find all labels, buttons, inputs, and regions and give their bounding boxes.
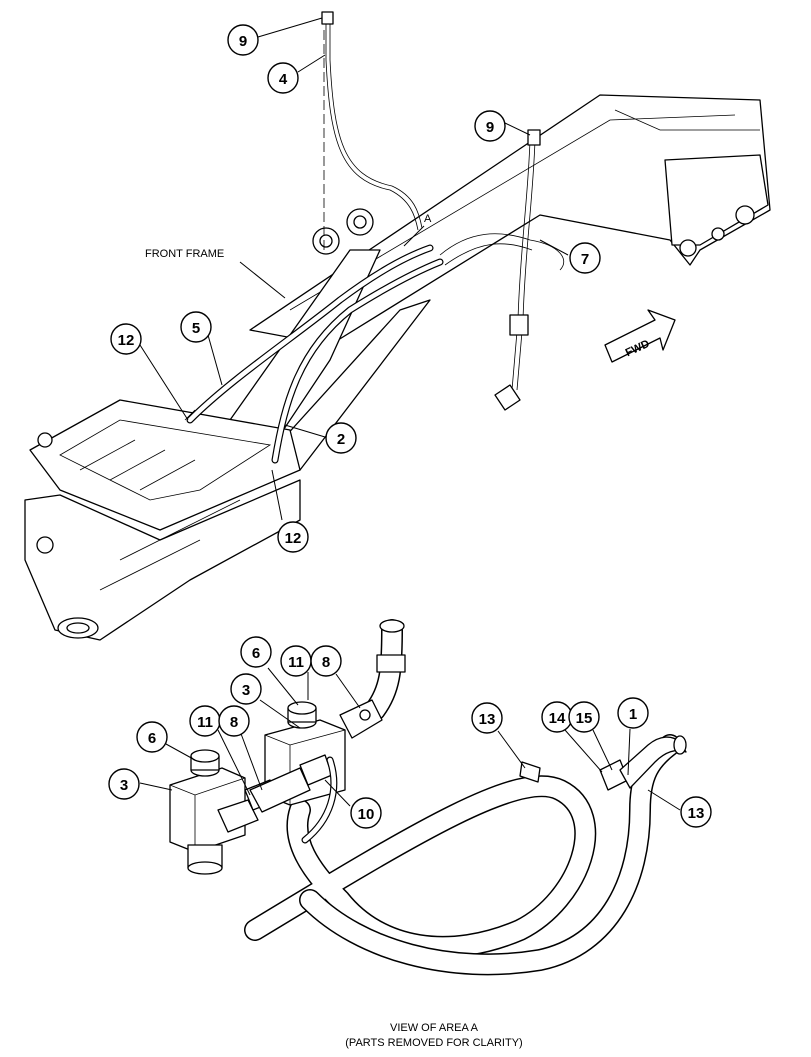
front-frame-label: FRONT FRAME bbox=[145, 248, 224, 260]
callout-3-left: 3 bbox=[108, 768, 140, 800]
callout-9-mid: 9 bbox=[474, 110, 506, 142]
callout-12-lower: 12 bbox=[277, 521, 309, 553]
fwd-arrow: FWD bbox=[604, 309, 676, 363]
svg-text:1: 1 bbox=[629, 706, 637, 723]
svg-text:6: 6 bbox=[148, 730, 156, 747]
svg-text:13: 13 bbox=[479, 711, 496, 728]
caption-line-2: (PARTS REMOVED FOR CLARITY) bbox=[345, 1037, 522, 1049]
front-frame-drawing: FWD bbox=[24, 11, 771, 641]
svg-text:12: 12 bbox=[118, 332, 135, 349]
svg-text:4: 4 bbox=[279, 71, 288, 88]
svg-text:9: 9 bbox=[486, 119, 494, 136]
svg-text:14: 14 bbox=[549, 710, 566, 727]
svg-text:7: 7 bbox=[581, 251, 589, 268]
svg-text:10: 10 bbox=[358, 806, 375, 823]
callout-11-right: 11 bbox=[280, 645, 312, 677]
callout-11-left: 11 bbox=[189, 705, 221, 737]
svg-text:2: 2 bbox=[337, 431, 345, 448]
svg-text:3: 3 bbox=[242, 682, 250, 699]
callout-8-left: 8 bbox=[218, 705, 250, 737]
svg-text:13: 13 bbox=[688, 805, 705, 822]
callout-13-top: 13 bbox=[471, 702, 503, 734]
leader-lines bbox=[139, 17, 681, 811]
area-a-marker: A bbox=[424, 213, 432, 225]
callout-9-top: 9 bbox=[227, 24, 259, 56]
svg-text:8: 8 bbox=[322, 654, 330, 671]
callout-14: 14 bbox=[541, 701, 573, 733]
svg-text:5: 5 bbox=[192, 320, 200, 337]
callout-1: 1 bbox=[617, 697, 649, 729]
callout-6-right: 6 bbox=[240, 636, 272, 668]
callout-3-right: 3 bbox=[230, 673, 262, 705]
svg-text:11: 11 bbox=[197, 714, 213, 731]
svg-text:6: 6 bbox=[252, 645, 260, 662]
svg-text:3: 3 bbox=[120, 777, 128, 794]
caption-line-1: VIEW OF AREA A bbox=[390, 1022, 479, 1034]
svg-text:15: 15 bbox=[576, 710, 593, 727]
callout-5: 5 bbox=[180, 311, 212, 343]
callout-6-left: 6 bbox=[136, 721, 168, 753]
area-a-view-drawing bbox=[169, 619, 687, 976]
svg-text:9: 9 bbox=[239, 33, 247, 50]
callout-2: 2 bbox=[325, 422, 357, 454]
svg-text:11: 11 bbox=[288, 654, 304, 671]
callout-8-right: 8 bbox=[310, 645, 342, 677]
callout-15: 15 bbox=[568, 701, 600, 733]
callout-10: 10 bbox=[350, 797, 382, 829]
callout-7: 7 bbox=[569, 242, 601, 274]
callout-12-upper: 12 bbox=[110, 323, 142, 355]
callout-4: 4 bbox=[267, 62, 299, 94]
callout-13-right: 13 bbox=[680, 796, 712, 828]
svg-text:12: 12 bbox=[285, 530, 302, 547]
svg-text:8: 8 bbox=[230, 714, 238, 731]
